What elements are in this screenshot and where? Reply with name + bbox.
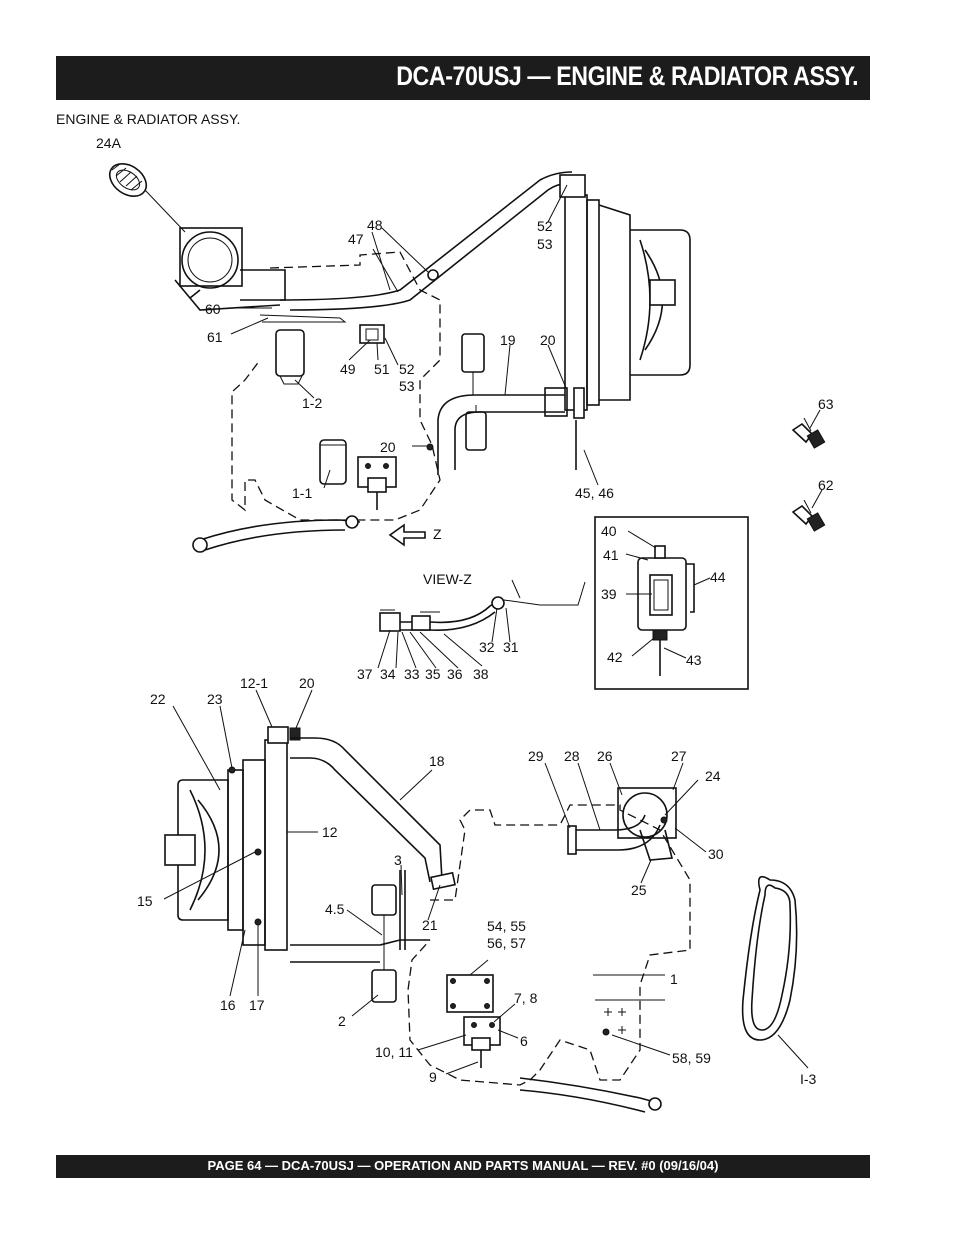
callout-7-8: 7, 8 — [514, 990, 538, 1006]
callout-32: 32 — [479, 639, 495, 655]
callout-61: 61 — [207, 329, 223, 345]
callout-60: 60 — [205, 301, 221, 317]
callout-52b: 52 — [537, 218, 553, 234]
page-footer-bar: PAGE 64 — DCA-70USJ — OPERATION AND PART… — [56, 1155, 870, 1178]
callout-63: 63 — [818, 396, 834, 412]
section-subtitle: ENGINE & RADIATOR ASSY. — [56, 111, 241, 127]
callout-9: 9 — [429, 1069, 437, 1085]
callout-17: 17 — [249, 997, 265, 1013]
callout-48: 48 — [367, 217, 383, 233]
callout-20a: 20 — [540, 332, 556, 348]
view-z-label: VIEW-Z — [423, 571, 472, 587]
callout-28: 28 — [564, 748, 580, 764]
callout-39: 39 — [601, 586, 617, 602]
callout-z: Z — [433, 526, 442, 542]
callout-42: 42 — [607, 649, 623, 665]
callout-2: 2 — [338, 1013, 346, 1029]
page-title-bar: DCA-70USJ — ENGINE & RADIATOR ASSY. — [56, 56, 870, 100]
callout-43: 43 — [686, 652, 702, 668]
lower-hose-19 — [437, 394, 565, 475]
callout-26: 26 — [597, 748, 613, 764]
callout-40: 40 — [601, 523, 617, 539]
callout-36: 36 — [447, 666, 463, 682]
callout-15: 15 — [137, 893, 153, 909]
callout-12: 12 — [322, 824, 338, 840]
callout-52a: 52 — [399, 361, 415, 377]
callout-44: 44 — [710, 569, 726, 585]
callout-41: 41 — [603, 547, 619, 563]
air-cleaner-bottom — [567, 787, 677, 861]
callout-31: 31 — [503, 639, 519, 655]
callout-6: 6 — [520, 1033, 528, 1049]
fuel-filter-1-1 — [319, 439, 347, 485]
fuel-pump-bottom — [463, 1016, 501, 1068]
radiator-bottom — [164, 726, 301, 951]
callout-16: 16 — [220, 997, 236, 1013]
callout-34: 34 — [380, 666, 396, 682]
callout-1-1: 1-1 — [292, 485, 312, 501]
callout-21: 21 — [422, 917, 438, 933]
air-cleaner — [174, 227, 286, 311]
callout-47: 47 — [348, 231, 364, 247]
callout-38: 38 — [473, 666, 489, 682]
callout-53b: 53 — [537, 236, 553, 252]
callout-1: 1 — [670, 971, 678, 987]
callout-22: 22 — [150, 691, 166, 707]
callout-53a: 53 — [399, 378, 415, 394]
callout-25: 25 — [631, 882, 647, 898]
view-z-inset — [594, 516, 749, 690]
callout-24a: 24A — [96, 135, 122, 151]
radiator-top — [559, 174, 691, 470]
callout-51: 51 — [374, 361, 390, 377]
callout-62: 62 — [818, 477, 834, 493]
leader-lines — [163, 184, 823, 1075]
engine-outline-bottom — [407, 804, 691, 1086]
view-z-arrow — [388, 523, 426, 547]
callout-49: 49 — [340, 361, 356, 377]
callout-20b: 20 — [380, 439, 396, 455]
callout-3: 3 — [394, 852, 402, 868]
view-z-detail — [637, 545, 695, 676]
callout-30: 30 — [708, 846, 724, 862]
air-filter-element-24a — [108, 162, 186, 233]
callout-18: 18 — [429, 753, 445, 769]
callout-10-11: 10, 11 — [375, 1044, 413, 1060]
callout-24: 24 — [705, 768, 721, 784]
callout-35: 35 — [425, 666, 441, 682]
callout-29: 29 — [528, 748, 544, 764]
callout-i-3: I-3 — [800, 1071, 817, 1087]
engine-outline-top — [231, 251, 441, 521]
page-footer: PAGE 64 — DCA-70USJ — OPERATION AND PART… — [207, 1158, 719, 1173]
callout-56-57: 56, 57 — [487, 935, 526, 951]
callout-12-1: 12-1 — [240, 675, 268, 691]
callout-27: 27 — [671, 748, 687, 764]
callout-58-59: 58, 59 — [672, 1050, 711, 1066]
page-title: DCA-70USJ — ENGINE & RADIATOR ASSY. — [396, 61, 858, 91]
callout-labels: 24A 48 47 60 61 49 51 52 53 52 53 19 20 … — [96, 135, 834, 1087]
sensor-62 — [791, 499, 826, 532]
sensor-63 — [791, 417, 826, 449]
callout-23: 23 — [207, 691, 223, 707]
fuel-pump — [357, 456, 397, 510]
callout-1-2: 1-2 — [302, 395, 322, 411]
callout-37: 37 — [357, 666, 373, 682]
oil-filter-1-2 — [275, 329, 305, 385]
upper-hose — [279, 171, 573, 301]
callout-4-5: 4.5 — [325, 901, 345, 917]
upper-hose-18 — [290, 737, 443, 881]
callout-54-55: 54, 55 — [487, 918, 526, 934]
callout-45-46: 45, 46 — [575, 485, 614, 501]
callout-20c: 20 — [299, 675, 315, 691]
callout-19: 19 — [500, 332, 516, 348]
fan-belt — [741, 875, 798, 1041]
callout-33: 33 — [404, 666, 420, 682]
